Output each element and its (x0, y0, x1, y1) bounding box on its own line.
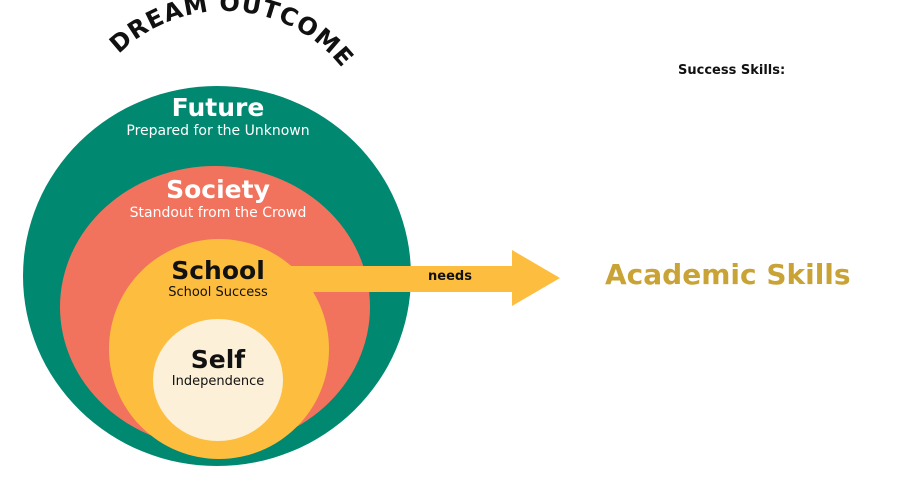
society-title: Society (166, 175, 270, 204)
self-label: Self Independence (143, 345, 293, 390)
society-subtitle: Standout from the Crowd (129, 205, 307, 221)
society-label: Society Standout from the Crowd (60, 175, 376, 222)
academic-skills-label: Academic Skills (605, 258, 851, 291)
school-label: School School Success (118, 256, 318, 301)
success-skills-label: Success Skills: (678, 63, 786, 78)
future-title: Future (171, 93, 265, 122)
future-label: Future Prepared for the Unknown (60, 93, 376, 140)
school-subtitle: School Success (168, 285, 268, 300)
self-title: Self (190, 345, 246, 374)
self-subtitle: Independence (171, 374, 265, 389)
dream-outcome-title: DREAM OUTCOME (104, 0, 359, 73)
arrow-label: needs (428, 269, 472, 284)
school-title: School (171, 256, 265, 285)
needs-arrow (250, 250, 560, 306)
future-subtitle: Prepared for the Unknown (126, 123, 310, 139)
self-circle (153, 319, 283, 441)
